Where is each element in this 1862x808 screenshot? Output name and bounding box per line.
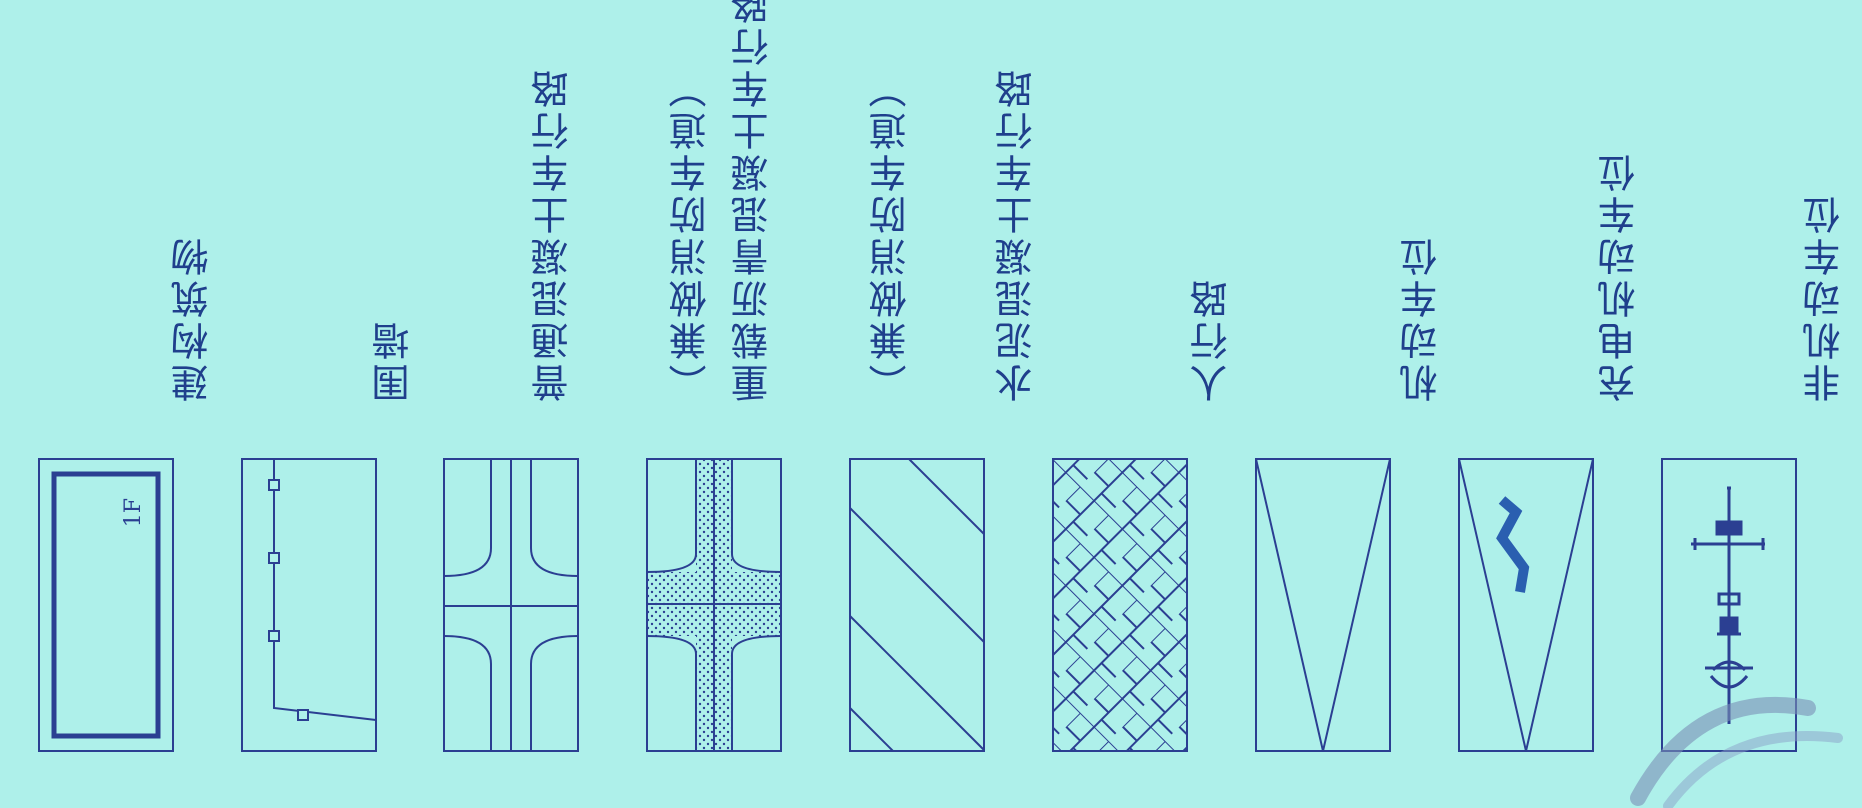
- swatch-cement-road: [849, 458, 985, 752]
- stamp-arc-mark: [1630, 696, 1843, 808]
- fence-wall-icon: [241, 458, 377, 752]
- swatch-concrete-road: [443, 458, 579, 752]
- swatch-bike-parking: [1661, 458, 1797, 752]
- label-ev-parking: 充电机动车位: [1598, 150, 1642, 402]
- asphalt-intersection-icon: [646, 458, 782, 752]
- brick-pattern-icon: [1052, 458, 1188, 752]
- swatch-ev-parking: [1458, 458, 1594, 752]
- parking-triangle-icon: [1255, 458, 1391, 752]
- label-building: 建构筑物: [171, 234, 215, 402]
- lightning-bolt-icon: [1496, 496, 1530, 593]
- building-outline-icon: 1F: [38, 458, 174, 752]
- label-bike-parking: 非机动车位: [1803, 192, 1847, 402]
- ev-charging-parking-icon: [1458, 458, 1594, 752]
- label-car-parking: 机动车位: [1400, 234, 1444, 402]
- legend-sheet: 建构筑物 围墙 普通混凝土车行路 （兼做消防车道） 重载沥青混凝土车行路 （兼做…: [38, 0, 1847, 808]
- label-sidewalk: 人行路: [1190, 276, 1234, 402]
- swatch-sidewalk: [1052, 458, 1188, 752]
- swatch-building: 1F: [38, 458, 174, 752]
- diagonal-hatch-icon: [849, 458, 985, 752]
- road-intersection-icon: [443, 458, 579, 752]
- swatch-asphalt-road: [646, 458, 782, 752]
- building-floor-label: 1F: [121, 498, 146, 527]
- swatch-car-parking: [1255, 458, 1391, 752]
- bicycle-icon: [1661, 458, 1797, 752]
- swatch-fence: [241, 458, 377, 752]
